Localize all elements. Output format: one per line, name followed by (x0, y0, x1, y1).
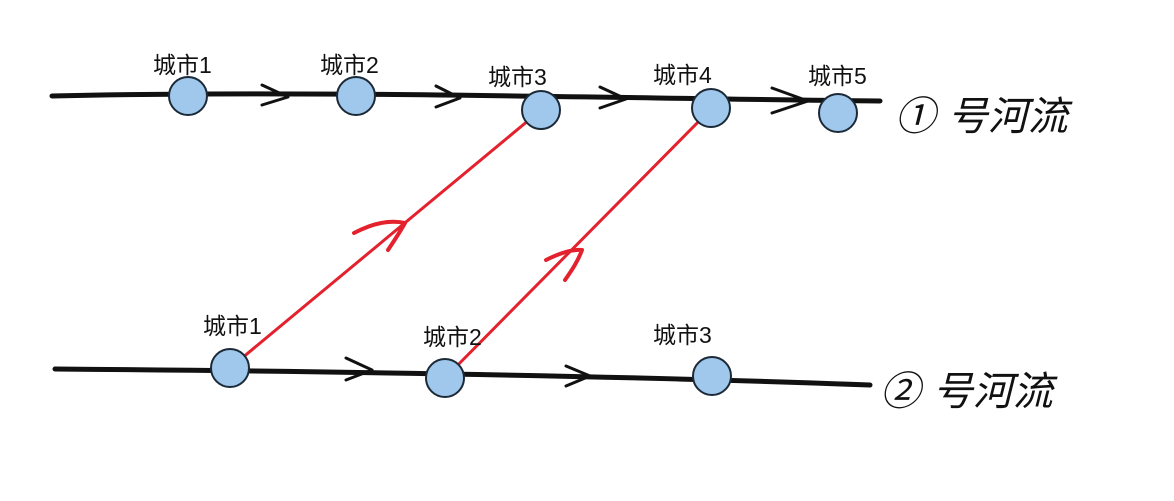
river-1-city-1-label: 城市1 (153, 52, 212, 78)
river-2-label: ② 号河流 (880, 369, 1058, 415)
river-1-city-2-label: 城市2 (320, 52, 379, 78)
river-2-city-3-label: 城市3 (653, 322, 712, 348)
river-2-city-2-label: 城市2 (423, 324, 482, 350)
river-1-arrow-3 (598, 85, 628, 110)
river-2-city-1-label: 城市1 (203, 313, 262, 339)
connection-arrow-2 (544, 247, 584, 282)
river-2-city-1-node (210, 348, 250, 388)
river-1-arrow-4 (770, 86, 810, 115)
river-1-city-5-node (818, 93, 858, 133)
river-1-label: ① 号河流 (895, 94, 1073, 140)
river-1-arrow-2 (434, 84, 462, 109)
river-1-city-3-label: 城市3 (488, 64, 547, 90)
river-2-city-2-node (425, 358, 465, 398)
connection-r2c2-r1c4 (443, 108, 712, 380)
river-2-arrow-1 (344, 356, 374, 382)
river-1-city-5-label: 城市5 (808, 63, 867, 89)
river-1-city-4-label: 城市4 (653, 62, 712, 88)
river-1-city-1-node (168, 76, 208, 116)
river-1-city-4-node (691, 88, 731, 128)
connection-r2c1-r1c3 (228, 108, 543, 370)
river-1-city-3-node (521, 90, 561, 130)
river-2-city-3-node (692, 356, 732, 396)
river-1-city-2-node (336, 76, 376, 116)
river-2-arrow-2 (564, 364, 592, 388)
river-1-arrow-1 (260, 83, 290, 107)
connection-arrow-1 (352, 219, 407, 252)
